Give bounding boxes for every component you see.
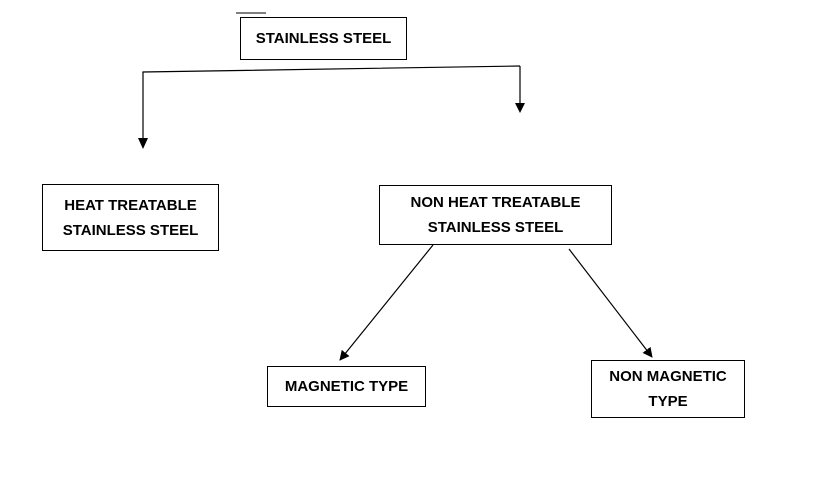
node-heat-treatable-line-2: STAINLESS STEEL bbox=[62, 221, 199, 239]
node-non-magnetic-type: NON MAGNETIC TYPE bbox=[591, 360, 745, 418]
node-stainless-steel: STAINLESS STEEL bbox=[240, 17, 407, 60]
arrow-to-magnetic-type bbox=[339, 244, 434, 361]
node-heat-treatable-stainless-steel: HEAT TREATABLE STAINLESS STEEL bbox=[42, 184, 219, 251]
node-non-heat-treatable-line-2: STAINLESS STEEL bbox=[427, 219, 564, 236]
node-magnetic-type: MAGNETIC TYPE bbox=[267, 366, 426, 407]
arrow-to-non-heat-treatable bbox=[515, 103, 525, 113]
branch-connector-left bbox=[142, 65, 521, 147]
node-non-heat-treatable-line-1: NON HEAT TREATABLE bbox=[410, 194, 581, 211]
node-magnetic-type-line-1: MAGNETIC TYPE bbox=[284, 378, 409, 395]
node-stainless-steel-line-1: STAINLESS STEEL bbox=[255, 30, 392, 47]
arrow-to-heat-treatable bbox=[138, 138, 148, 149]
node-non-heat-treatable-stainless-steel: NON HEAT TREATABLE STAINLESS STEEL bbox=[379, 185, 612, 245]
node-non-magnetic-line-2: TYPE bbox=[648, 393, 688, 410]
node-non-magnetic-line-1: NON MAGNETIC bbox=[609, 368, 727, 385]
node-heat-treatable-line-1: HEAT TREATABLE bbox=[64, 196, 197, 214]
arrow-to-non-magnetic-type bbox=[568, 248, 653, 358]
